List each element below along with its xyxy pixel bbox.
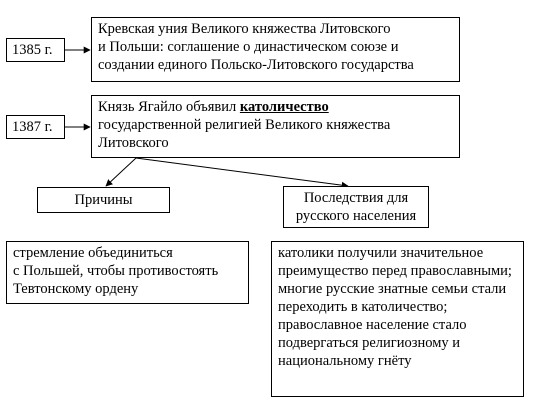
decree-text-after: государственной религией Великого княжес… — [98, 117, 391, 151]
consequences-content-box: католики получили значительное преимущес… — [271, 241, 524, 397]
decree-keyword: католичество — [239, 99, 329, 115]
krevo-union-text: Кревская уния Великого княжества Литовск… — [98, 21, 414, 73]
year-1385-box: 1385 г. — [6, 38, 65, 62]
arrow-to-consequences — [135, 157, 349, 189]
causes-text: стремление объединиться с Польшей, чтобы… — [13, 245, 219, 297]
causes-title: Причины — [74, 192, 133, 208]
consequences-title: Последствия для русского населения — [295, 190, 417, 224]
krevo-union-box: Кревская уния Великого княжества Литовск… — [91, 17, 460, 82]
consequences-header-box: Последствия для русского населения — [283, 186, 429, 228]
catholicism-decree-box: Князь Ягайло объявил католичество государ… — [91, 95, 460, 158]
arrow-to-causes — [105, 157, 137, 187]
consequences-text: католики получили значительное преимущес… — [278, 245, 512, 369]
year-1387-box: 1387 г. — [6, 115, 65, 139]
year-1387-label: 1387 г. — [12, 119, 53, 135]
decree-text-before: Князь Ягайло объявил — [98, 99, 240, 115]
causes-content-box: стремление объединиться с Польшей, чтобы… — [6, 241, 249, 304]
year-1385-label: 1385 г. — [12, 42, 53, 58]
causes-header-box: Причины — [37, 187, 170, 213]
